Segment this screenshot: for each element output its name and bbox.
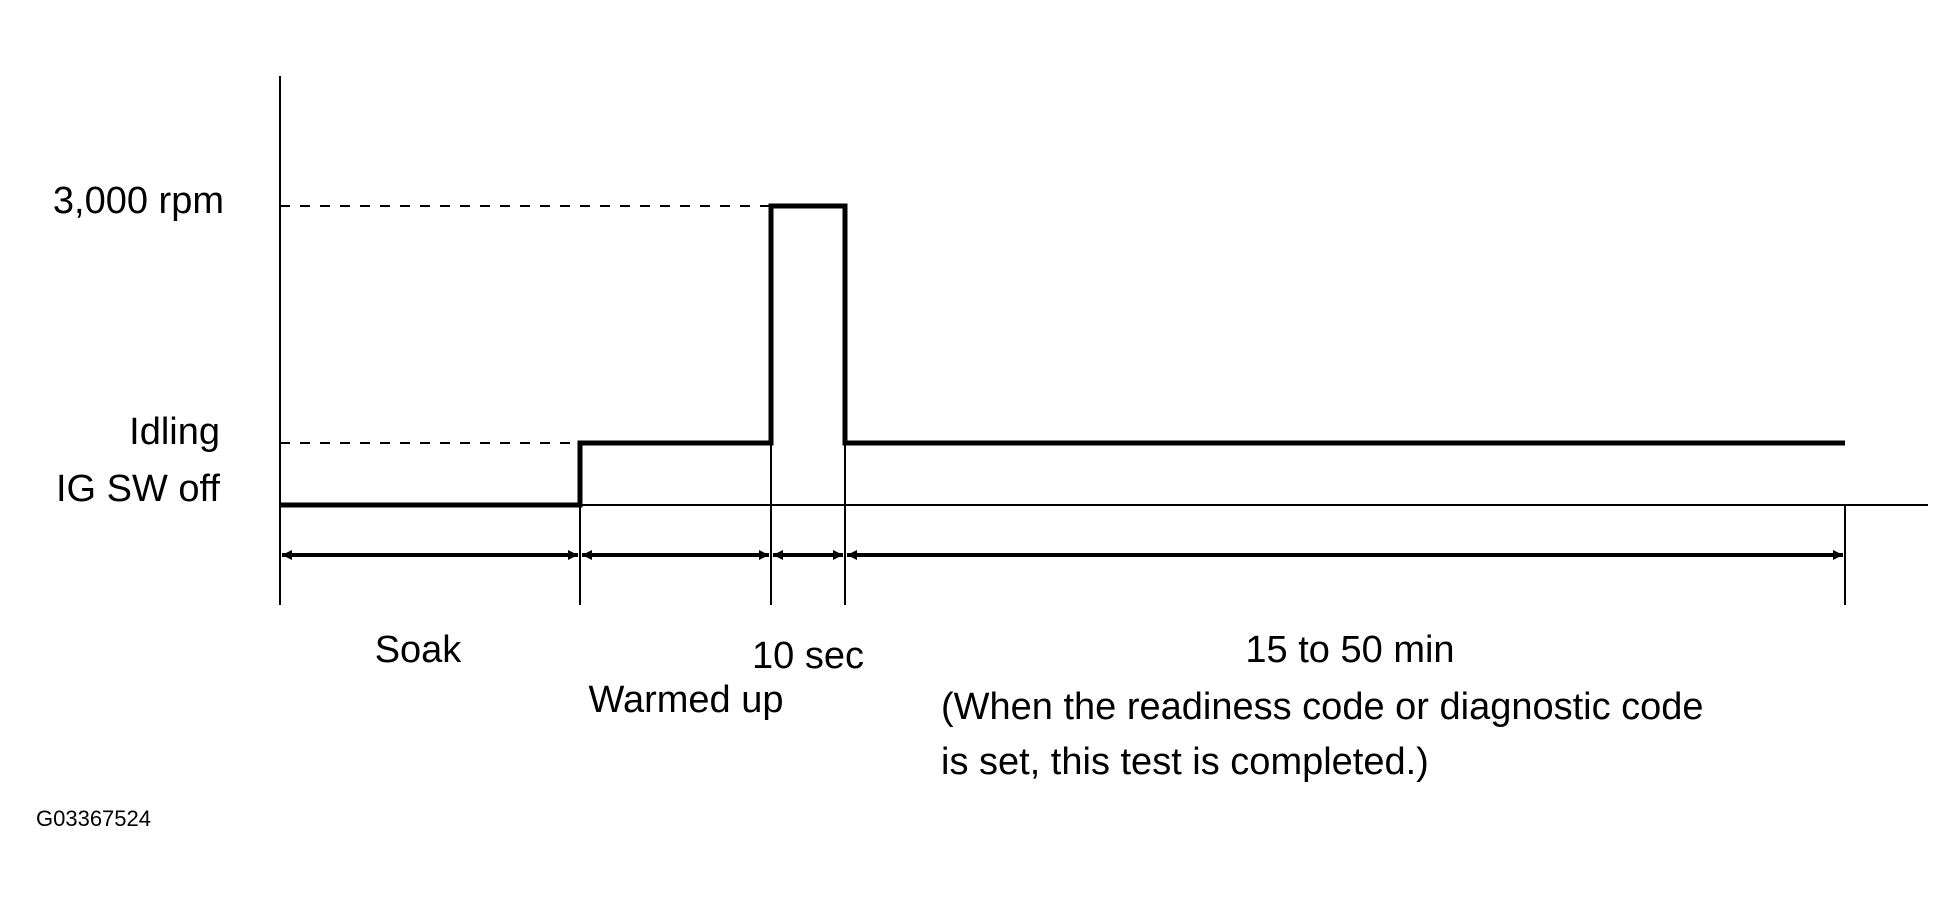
test-duration-label: 15 to 50 min [1245,629,1454,671]
idling-label: Idling [129,411,220,453]
completion-note-line1: (When the readiness code or diagnostic c… [941,686,1704,728]
warmed-up-label: Warmed up [589,679,784,721]
figure-code: G03367524 [36,806,151,831]
soak-label: Soak [375,629,463,671]
pulse-duration-label: 10 sec [752,635,864,677]
completion-note-line2: is set, this test is completed.) [941,741,1429,783]
ig-sw-off-label: IG SW off [56,468,220,510]
engine-speed-line [280,203,1845,508]
rpm-3000-label: 3,000 rpm [53,180,224,222]
